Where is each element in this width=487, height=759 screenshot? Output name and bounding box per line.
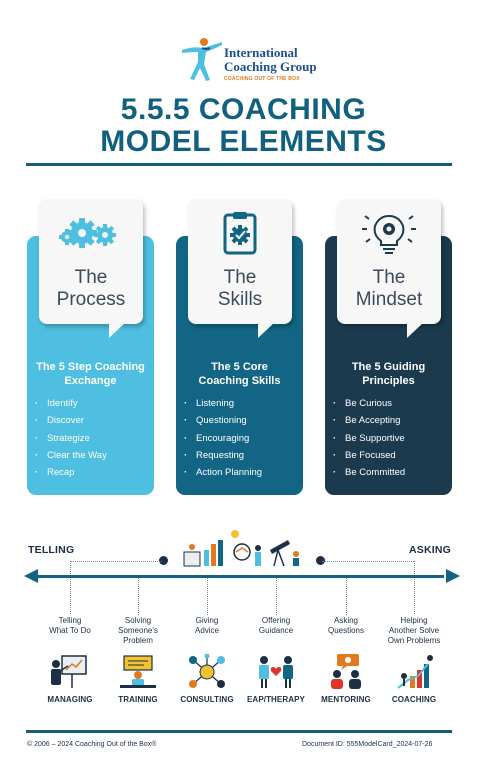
people-spectrum-illustration-icon: [183, 530, 299, 567]
card-word-the: The: [223, 267, 257, 288]
stage-label-questions: Asking Questions: [327, 616, 365, 635]
card-skills: The Skills: [188, 199, 292, 338]
card-process: The Process: [39, 199, 143, 338]
stage-name-training: TRAINING: [118, 695, 158, 704]
stage-name-coaching: COACHING: [391, 695, 437, 704]
growth-chart-icon: [397, 655, 433, 689]
gears-icon: [59, 218, 116, 248]
list-item: Recap: [33, 464, 107, 482]
logo-text-line2: Coaching Group: [224, 59, 317, 74]
skills-list: Listening Questioning Encouraging Reques…: [182, 395, 262, 482]
spectrum-arrow: [30, 575, 444, 578]
logo-tagline: COACHING OUT OF THE BOX: [224, 76, 300, 82]
page-title-line1: 5.5.5 COACHING: [120, 93, 367, 126]
telling-label: TELLING: [28, 544, 75, 556]
arrow-right-icon: [446, 569, 460, 583]
footer-divider: [26, 730, 452, 733]
process-heading: The 5 Step Coaching Exchange: [36, 361, 145, 387]
list-item: Be Accepting: [331, 412, 405, 430]
card-word-mindset: Mindset: [355, 289, 423, 310]
network-idea-icon: [189, 654, 225, 688]
list-item: Be Supportive: [331, 430, 405, 448]
list-item: Action Planning: [182, 464, 262, 482]
list-item: Requesting: [182, 447, 262, 465]
footer-copyright: © 2006 – 2024 Coaching Out of the Box®: [27, 741, 157, 748]
card-word-skills: Skills: [217, 289, 263, 310]
clipboard-gear-icon: [223, 212, 257, 255]
principles-list: Be Curious Be Accepting Be Supportive Be…: [331, 395, 405, 482]
mentor-speech-icon: [331, 654, 361, 689]
card-mindset: The Mindset: [337, 199, 441, 338]
card-word-the: The: [74, 267, 108, 288]
list-item: Strategize: [33, 430, 107, 448]
logo-figure-icon: [182, 38, 222, 81]
two-people-heart-icon: [259, 656, 293, 688]
mindset-heading: The 5 Guiding Principles: [351, 361, 426, 387]
stage-label-guidance: Offering Guidance: [258, 616, 294, 635]
list-item: Encouraging: [182, 430, 262, 448]
card-word-process: Process: [56, 289, 126, 310]
stage-label-solving: Solving Someone's Problem: [118, 616, 158, 645]
lightbulb-gear-icon: [362, 214, 416, 254]
logo-text-line1: International: [224, 45, 298, 60]
spectrum-dot-left: [159, 556, 168, 565]
list-item: Be Focused: [331, 447, 405, 465]
title-divider: [26, 163, 452, 166]
process-steps-list: Identify Discover Strategize Clear the W…: [33, 395, 107, 482]
stage-name-consulting: CONSULTING: [180, 695, 234, 704]
page-title-line2: MODEL ELEMENTS: [100, 125, 387, 158]
list-item: Identify: [33, 395, 107, 413]
stage-tick: [276, 577, 277, 615]
stage-name-eap-therapy: EAP/THERAPY: [247, 695, 305, 704]
list-item: Discover: [33, 412, 107, 430]
stage-label-helping: Helping Another Solve Own Problems: [387, 616, 441, 645]
stage-tick: [70, 561, 71, 614]
list-item: Listening: [182, 395, 262, 413]
list-item: Be Committed: [331, 464, 405, 482]
logo: International Coaching Group COACHING OU…: [180, 36, 330, 86]
stage-tick: [414, 561, 415, 614]
spectrum-dot-right: [316, 556, 325, 565]
trainer-icon: [120, 655, 156, 688]
stage-tick: [207, 577, 208, 615]
stage-label-advice: Giving Advice: [194, 616, 219, 635]
list-item: Questioning: [182, 412, 262, 430]
asking-label: ASKING: [409, 544, 452, 556]
card-word-the: The: [372, 267, 406, 288]
presentation-icon: [51, 655, 87, 688]
stage-name-mentoring: MENTORING: [321, 695, 371, 704]
dotted-connector: [70, 561, 162, 562]
list-item: Be Curious: [331, 395, 405, 413]
stage-tick: [346, 577, 347, 615]
skills-heading: The 5 Core Coaching Skills: [198, 361, 281, 387]
footer-document-id: Document ID: 555ModelCard_2024-07-26: [302, 741, 433, 748]
stage-tick: [138, 577, 139, 615]
stage-label-telling: Telling What To Do: [49, 616, 91, 635]
dotted-connector: [322, 561, 414, 562]
stage-name-managing: MANAGING: [47, 695, 93, 704]
list-item: Clear the Way: [33, 447, 107, 465]
